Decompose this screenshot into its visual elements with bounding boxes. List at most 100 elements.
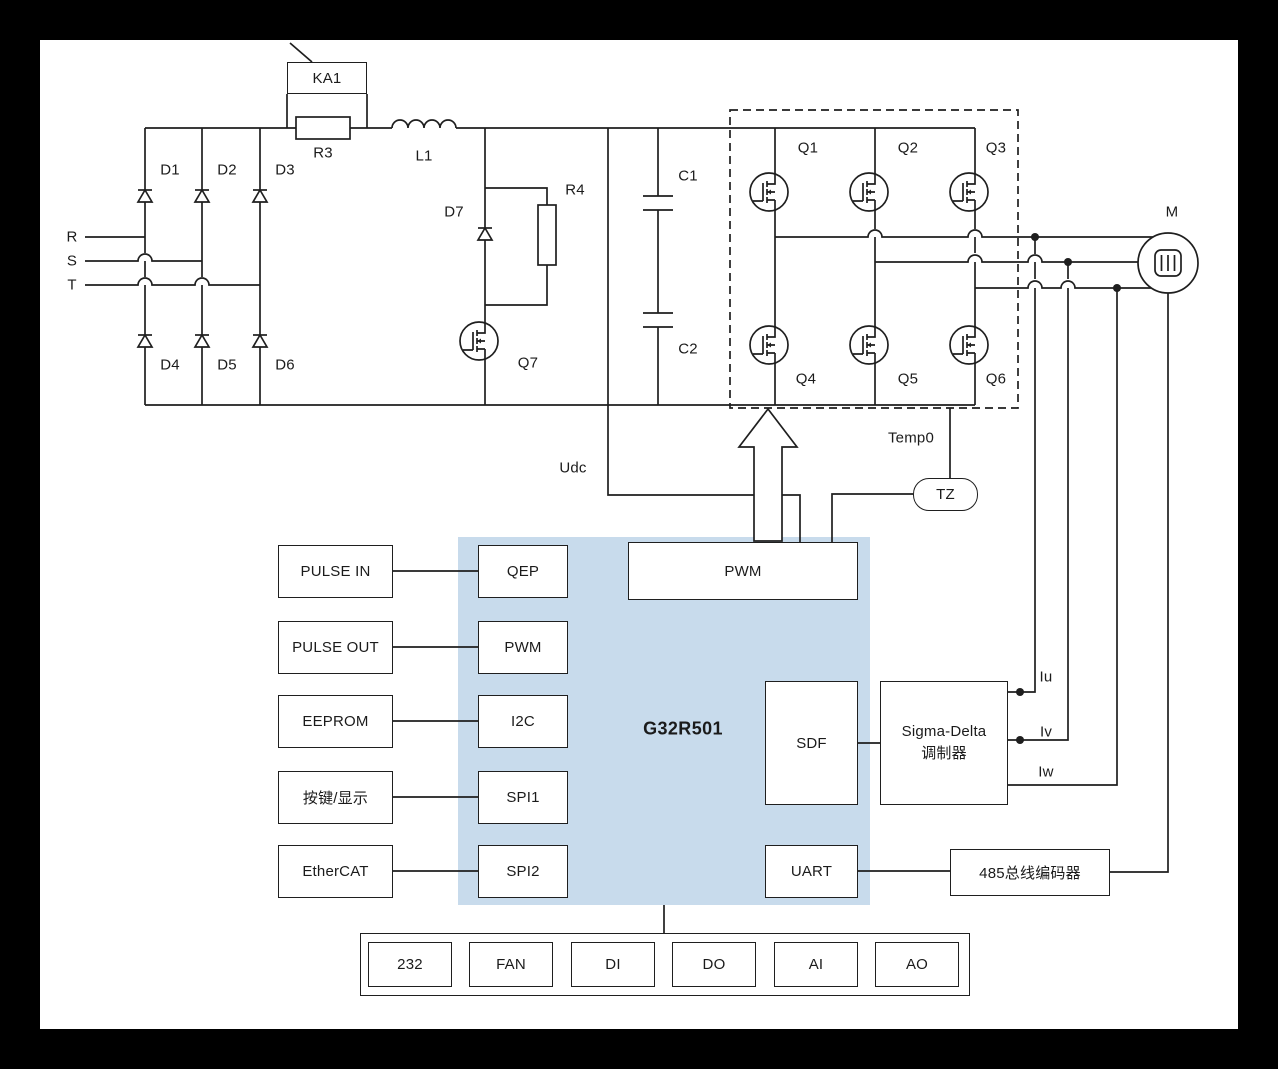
spi2-label: SPI2 [506,863,540,880]
i2c-box: I2C [478,695,568,748]
d1-diode-icon [137,189,153,203]
io-fan-label: FAN [496,956,526,973]
encoder-485-box: 485总线编码器 [950,849,1110,896]
pwm-main-label: PWM [724,562,762,580]
tz-box: TZ [913,478,978,511]
d2-label: D2 [217,161,237,179]
r4-label: R4 [565,181,585,199]
ethercat-label: EtherCAT [302,863,369,880]
spi2-box: SPI2 [478,845,568,898]
phase-r-label: R [66,228,78,246]
io-ao-box: AO [875,942,959,987]
iv-label: Iv [1039,723,1053,741]
ethercat-box: EtherCAT [278,845,393,898]
encoder-wire [1110,293,1169,873]
input-phase-lines [85,236,260,286]
junction-dots [1016,233,1121,744]
uart-label: UART [790,863,833,880]
keypad-display-box: 按键/显示 [278,771,393,824]
io-232-label: 232 [397,956,423,973]
spi1-box: SPI1 [478,771,568,824]
qep-label: QEP [506,563,540,580]
current-sense-wires [1008,237,1118,786]
pwm-secondary-label: PWM [504,639,542,656]
q5-transistor-icon [849,325,889,365]
q1-label: Q1 [797,139,819,157]
keypad-display-label: 按键/显示 [302,790,369,807]
iu-label: Iu [1039,668,1053,686]
sdf-box: SDF [765,681,858,805]
i2c-label: I2C [511,713,535,730]
q5-label: Q5 [897,370,919,388]
pwm-secondary-box: PWM [478,621,568,674]
motor-label: M [1165,203,1179,221]
d3-label: D3 [275,161,295,179]
inverter-module-outline [729,109,1019,409]
q2-transistor-icon [849,172,889,212]
l1-label: L1 [415,147,433,165]
d6-label: D6 [275,356,295,374]
q7-transistor-icon [459,321,499,361]
mcu-name-label: G32R501 [643,718,723,739]
motor-icon [1137,232,1199,294]
ka1-branch-wires [286,42,368,128]
q4-transistor-icon [749,325,789,365]
io-ai-box: AI [774,942,858,987]
q6-transistor-icon [949,325,989,365]
dc-capacitor-wires [643,128,673,405]
l1-inductor-icon [391,119,457,129]
c1-label: C1 [678,167,698,185]
d7-diode-icon [477,227,493,241]
pwm-arrow [737,407,799,542]
io-do-box: DO [672,942,756,987]
sdf-label: SDF [796,734,827,752]
dc-bus-lines [145,127,975,406]
d5-label: D5 [217,356,237,374]
temp0-label: Temp0 [887,429,935,447]
encoder-485-label: 485总线编码器 [979,865,1081,882]
q4-label: Q4 [795,370,817,388]
d4-diode-icon [137,334,153,348]
d5-diode-icon [194,334,210,348]
qep-box: QEP [478,545,568,598]
q6-label: Q6 [985,370,1007,388]
sigma-delta-box: Sigma-Delta 调制器 [880,681,1008,805]
io-di-box: DI [571,942,655,987]
io-do-label: DO [702,956,726,973]
iw-label: Iw [1038,763,1054,781]
phase-s-label: S [66,252,78,270]
q7-label: Q7 [517,354,539,372]
sigma-delta-label-line2: 调制器 [921,745,967,762]
temp-tz-wires [831,408,951,542]
q1-transistor-icon [749,172,789,212]
io-expansion-frame [360,933,970,996]
r3-resistor-icon [295,116,351,140]
pulse-out-label: PULSE OUT [292,639,379,656]
udc-sense-wire [607,128,801,542]
sigma-delta-label-line1: Sigma-Delta [901,722,987,740]
io-ai-label: AI [808,956,824,973]
pulse-in-label: PULSE IN [300,563,371,580]
d6-diode-icon [252,334,268,348]
brake-chopper-wires [484,128,548,405]
phase-t-label: T [67,276,77,294]
eeprom-box: EEPROM [278,695,393,748]
eeprom-label: EEPROM [302,713,369,730]
io-di-label: DI [605,956,621,973]
ka1-label: KA1 [312,69,342,87]
d4-label: D4 [160,356,180,374]
uart-box: UART [765,845,858,898]
r4-resistor-icon [537,204,557,266]
io-232-box: 232 [368,942,452,987]
io-ao-label: AO [905,956,929,973]
q3-transistor-icon [949,172,989,212]
c2-label: C2 [678,340,698,358]
block-connector-wires [393,570,950,933]
io-fan-box: FAN [469,942,553,987]
pwm-main-box: PWM [628,542,858,600]
d2-diode-icon [194,189,210,203]
udc-label: Udc [559,459,587,477]
phase-output-lines [775,229,1153,289]
